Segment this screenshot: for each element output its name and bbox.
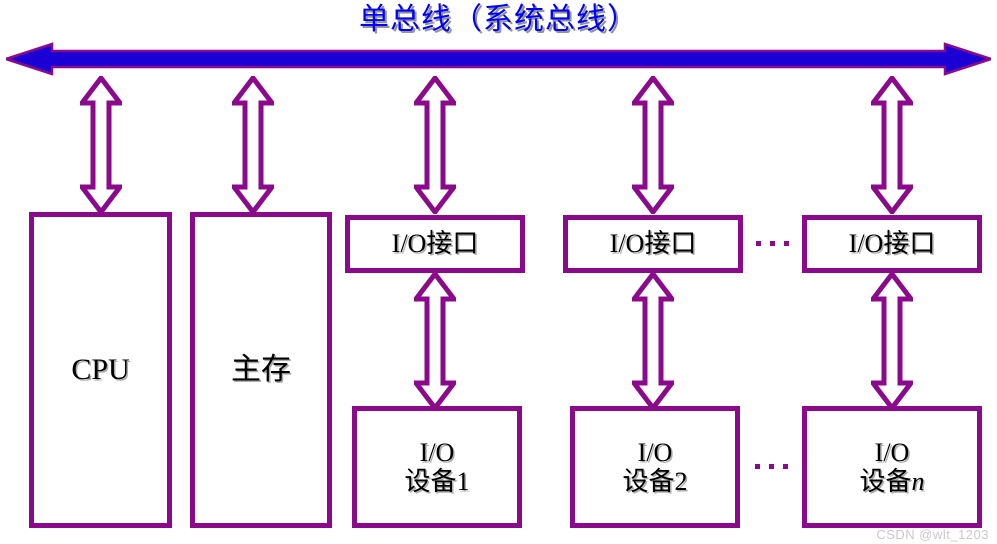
connector-memory-to-bus xyxy=(232,76,274,214)
connector-io-interface-1-to-bus xyxy=(414,76,456,214)
node-io-device-1-index: 1 xyxy=(456,467,470,496)
node-io-device-2[interactable]: I/O 设备2 xyxy=(570,406,740,528)
ellipsis-dot xyxy=(770,241,775,246)
node-io-device-n-label-line1: I/O xyxy=(874,437,910,467)
node-io-interface-1[interactable]: I/O接口 xyxy=(345,215,525,273)
ellipsis-dot xyxy=(769,464,774,469)
page-title: 单总线（系统总线） xyxy=(359,3,638,36)
node-io-device-n-index: n xyxy=(911,467,925,496)
node-io-device-1[interactable]: I/O 设备1 xyxy=(352,406,522,528)
node-io-device-n[interactable]: I/O 设备n xyxy=(802,406,982,528)
node-io-interface-1-label: I/O接口 xyxy=(391,229,479,259)
ellipsis-dot xyxy=(755,464,760,469)
node-io-device-2-index: 2 xyxy=(674,467,688,496)
node-io-device-n-label-line2: 设备n xyxy=(859,467,924,496)
connector-io-interface-n-to-device-n xyxy=(871,272,913,410)
node-cpu-label: CPU xyxy=(71,353,130,387)
connector-io-interface-2-to-device-2 xyxy=(632,272,674,410)
node-io-device-2-label-text: 设备 xyxy=(622,467,675,496)
watermark: CSDN @wlt_1203 xyxy=(876,527,989,542)
ellipsis-dot xyxy=(784,241,789,246)
connector-io-interface-n-to-bus xyxy=(871,76,913,214)
connector-io-interface-2-to-bus xyxy=(632,76,674,214)
ellipsis-interface-row xyxy=(756,241,789,246)
node-io-device-n-label-text: 设备 xyxy=(859,467,912,496)
node-io-device-2-label-line1: I/O xyxy=(637,437,673,467)
ellipsis-dot xyxy=(783,464,788,469)
node-io-device-2-label-line2: 设备2 xyxy=(622,467,687,496)
connector-io-interface-1-to-device-1 xyxy=(414,272,456,410)
node-io-interface-2-label: I/O接口 xyxy=(609,229,697,259)
node-cpu[interactable]: CPU xyxy=(29,212,172,528)
system-bus xyxy=(6,42,991,76)
node-memory-label: 主存 xyxy=(231,353,291,387)
ellipsis-device-row xyxy=(755,464,788,469)
node-io-interface-n-label: I/O接口 xyxy=(848,229,936,259)
node-memory[interactable]: 主存 xyxy=(190,212,332,528)
node-io-interface-2[interactable]: I/O接口 xyxy=(563,215,743,273)
node-io-interface-n[interactable]: I/O接口 xyxy=(802,215,982,273)
node-io-device-1-label-line2: 设备1 xyxy=(404,467,469,496)
node-io-device-1-label-text: 设备 xyxy=(404,467,457,496)
node-io-device-1-label-line1: I/O xyxy=(419,437,455,467)
connector-cpu-to-bus xyxy=(80,76,122,214)
ellipsis-dot xyxy=(756,241,761,246)
